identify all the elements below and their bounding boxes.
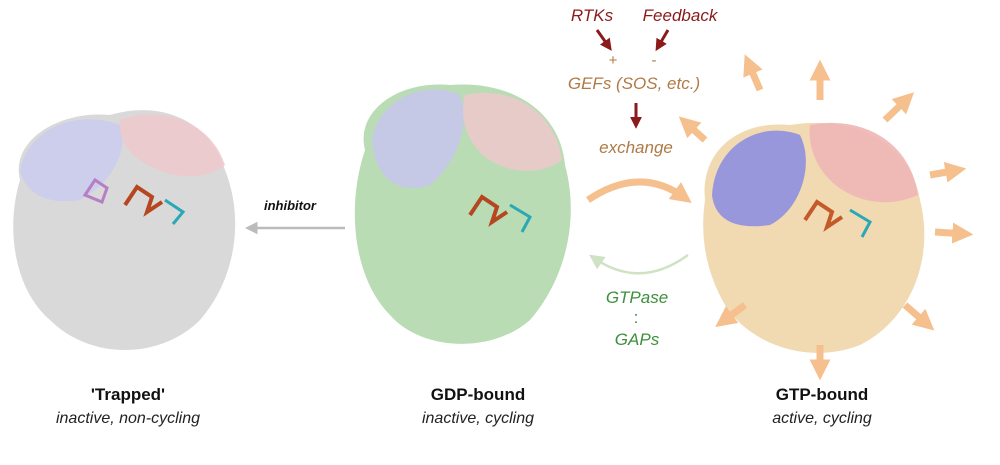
gtpase-arrow	[589, 253, 689, 275]
gdp-bound-subtitle: inactive, cycling	[421, 410, 535, 427]
gdp-ligand	[468, 194, 532, 233]
feedback-label: Feedback	[642, 6, 718, 25]
separator: :	[633, 308, 639, 327]
feedback-arrow	[655, 29, 670, 52]
trapped-title: 'Trapped'	[90, 385, 166, 404]
exchange-label: exchange	[599, 138, 673, 157]
minus-sign: -	[651, 52, 657, 69]
exchange-arrow	[586, 178, 692, 203]
activity-arrows	[678, 54, 974, 381]
plus-sign: +	[608, 52, 618, 69]
gtp-bound-protein-structure	[703, 122, 925, 353]
gdp-ligand	[123, 184, 186, 225]
inhibitor-label: inhibitor	[264, 198, 316, 213]
gtp-bound-subtitle: active, cycling	[772, 410, 872, 427]
gtp-ligand	[803, 199, 872, 238]
rtks-arrow	[595, 29, 612, 51]
trapped-subtitle: inactive, non-cycling	[55, 410, 201, 427]
trapped-protein-structure	[13, 110, 236, 350]
rtks-label: RTKs	[570, 6, 614, 25]
gdp-bound-protein-structure	[354, 84, 571, 344]
gefs-label: GEFs (SOS, etc.)	[567, 74, 701, 93]
gtpase-label: GTPase	[605, 288, 669, 307]
inhibitor-ligand	[82, 177, 109, 204]
gtp-bound-title: GTP-bound	[775, 385, 869, 404]
gaps-label: GAPs	[614, 330, 660, 349]
gdp-bound-title: GDP-bound	[430, 385, 526, 404]
